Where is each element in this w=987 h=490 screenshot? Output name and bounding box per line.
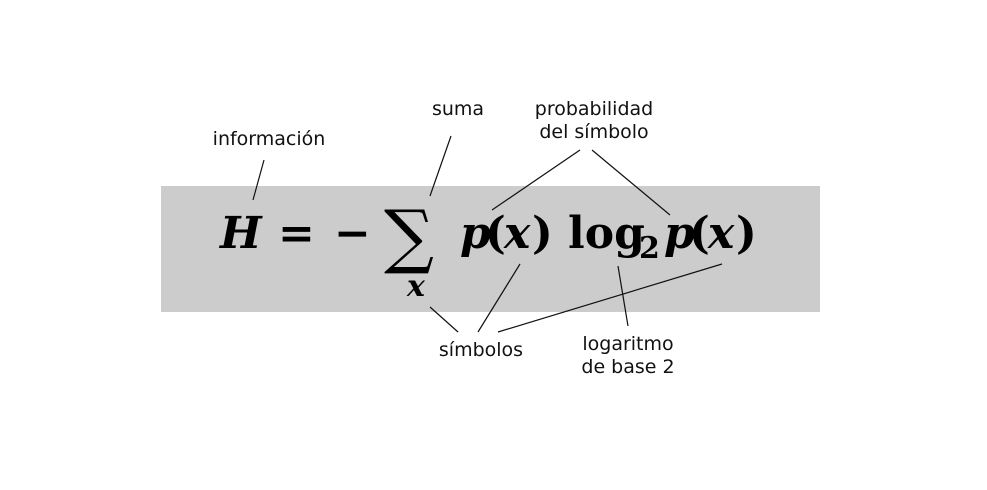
paren-open-second: ( (689, 208, 710, 259)
log-base-subscript: 2 (639, 231, 660, 266)
leader-informacion (252, 159, 265, 201)
formula-highlight-band (161, 186, 820, 312)
paren-close-first: ) (532, 208, 553, 259)
minus-sign: − (334, 208, 371, 259)
probability-p-first: p (460, 208, 491, 259)
leader-probabilidad-left (491, 149, 581, 211)
variable-x-first: x (504, 208, 531, 259)
label-suma: suma (431, 98, 485, 120)
probability-p-second: p (664, 208, 695, 259)
leader-probabilidad-right (591, 149, 671, 216)
label-informacion: información (212, 128, 326, 150)
label-logaritmo-de-base-2: logaritmo de base 2 (581, 333, 675, 378)
leader-suma (429, 135, 452, 197)
equals-sign: = (278, 208, 315, 259)
leader-simbolos-x (429, 306, 459, 333)
paren-close-second: ) (736, 208, 757, 259)
leader-simbolos-p2 (497, 263, 723, 333)
entropy-symbol: H (220, 208, 262, 259)
summation-index: x (407, 269, 425, 304)
variable-x-second: x (708, 208, 735, 259)
label-probabilidad-del-simbolo: probabilidad del símbolo (534, 98, 654, 143)
summation-sign: ∑ (384, 195, 434, 277)
paren-open-first: ( (485, 208, 506, 259)
leader-simbolos-p1 (477, 263, 521, 333)
leader-logaritmo (617, 265, 629, 327)
log-operator: log (568, 208, 645, 259)
label-simbolos: símbolos (438, 339, 524, 361)
